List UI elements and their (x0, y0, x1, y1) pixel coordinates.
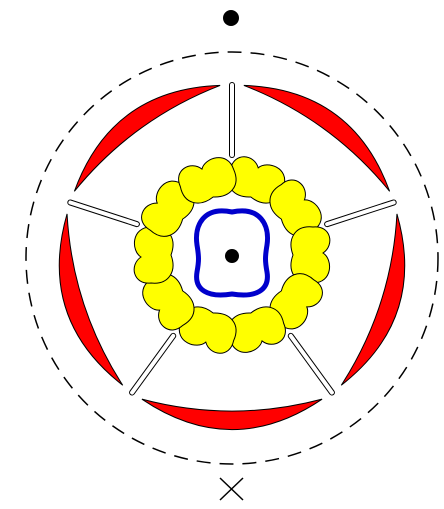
sepal-2 (341, 214, 404, 385)
petal-3 (291, 336, 332, 393)
sepal-4 (59, 214, 122, 385)
placenta-dot (225, 249, 239, 263)
petal-2 (327, 202, 394, 224)
petal-5 (70, 202, 137, 224)
axis-dot (223, 10, 239, 26)
sepal-3 (142, 399, 322, 429)
bract-cross (220, 478, 243, 500)
petal-4 (132, 336, 173, 393)
